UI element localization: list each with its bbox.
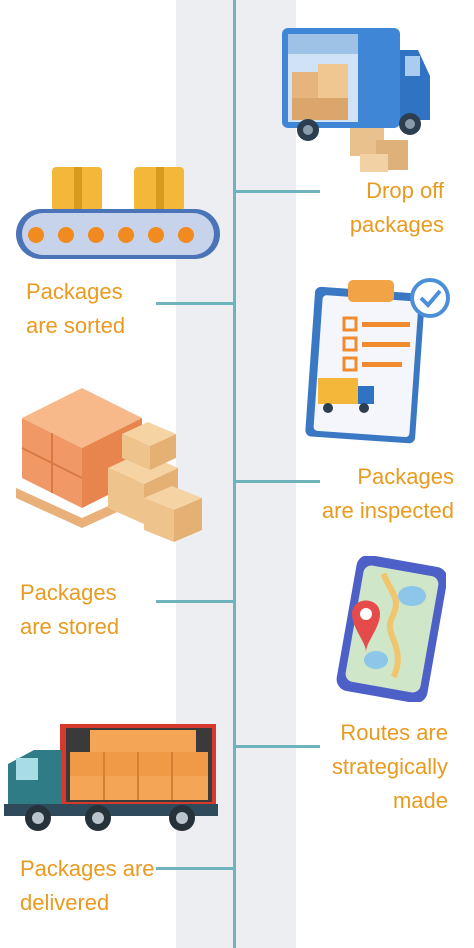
connector-drop-off bbox=[236, 190, 320, 193]
connector-sorted bbox=[156, 302, 234, 305]
timeline-axis bbox=[233, 0, 236, 948]
connector-routes bbox=[236, 745, 320, 748]
step-label-stored: Packages are stored bbox=[20, 580, 120, 639]
step-label-inspected: Packages are inspected bbox=[321, 464, 454, 523]
cargo-truck-icon bbox=[4, 724, 218, 831]
step-label-routes: Routes are strategically made bbox=[331, 720, 448, 813]
clipboard-checklist-icon bbox=[305, 278, 450, 444]
step-label-sorted: Packages are sorted bbox=[26, 279, 126, 338]
connector-inspected bbox=[236, 480, 320, 483]
delivery-van-icon bbox=[282, 28, 430, 172]
step-label-drop-off: Drop off packages bbox=[349, 178, 444, 237]
pallet-boxes-icon bbox=[16, 388, 202, 542]
step-label-delivered: Packages are delivered bbox=[20, 856, 155, 915]
phone-map-icon bbox=[336, 556, 446, 702]
connector-stored bbox=[156, 600, 234, 603]
conveyor-belt-icon bbox=[16, 167, 220, 259]
connector-delivered bbox=[156, 867, 234, 870]
